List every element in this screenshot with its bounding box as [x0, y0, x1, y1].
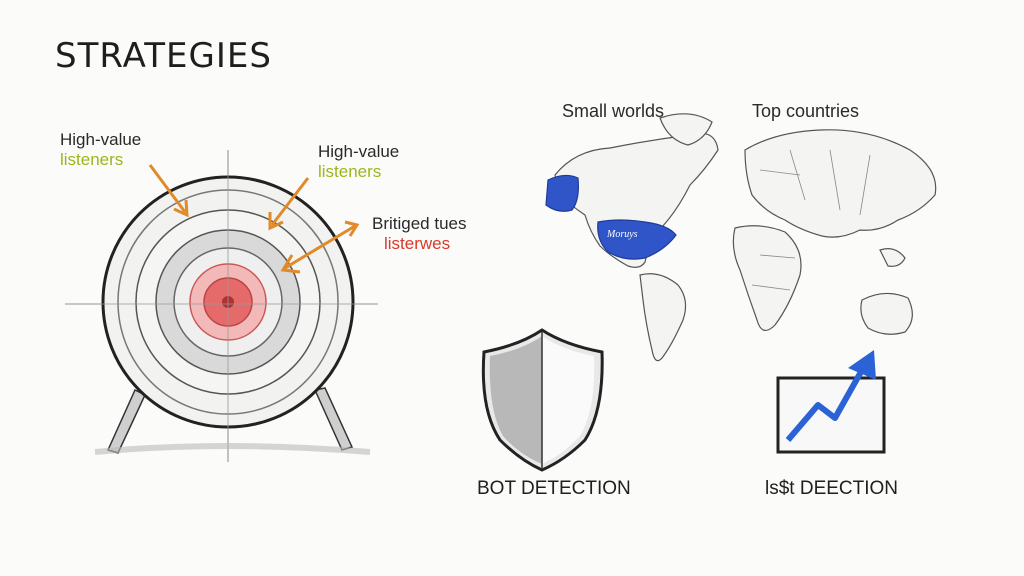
- shield-icon: [481, 328, 604, 472]
- map-label-left: Small worlds: [562, 101, 665, 121]
- arrow-icon: [280, 220, 360, 274]
- label-line: listeners: [60, 150, 124, 169]
- label-line: High-value: [318, 142, 400, 161]
- label-line: listerwes: [384, 234, 451, 253]
- label-line: listeners: [318, 162, 382, 181]
- target-label-3: Britiged tues listerwes: [372, 214, 467, 254]
- label-line: High-value: [60, 130, 142, 149]
- label-line: Britiged tues: [372, 214, 467, 233]
- map-label-right: Top countries: [752, 101, 860, 121]
- map-region-tag: Moruys: [607, 229, 638, 240]
- target-label-1: High-value listeners: [60, 130, 141, 170]
- world-map-icon: [545, 113, 937, 362]
- target-label-2: High-value listeners: [318, 142, 399, 182]
- arrow-icon: [148, 164, 189, 218]
- target-icon: [65, 150, 378, 462]
- trend-chart-icon: [776, 350, 886, 454]
- shield-caption: BOT DETECTION: [477, 478, 631, 499]
- trend-caption: ls$t DEECTION: [765, 478, 899, 499]
- arrow-icon: [268, 177, 310, 231]
- page-title: STRATEGIES: [55, 36, 272, 76]
